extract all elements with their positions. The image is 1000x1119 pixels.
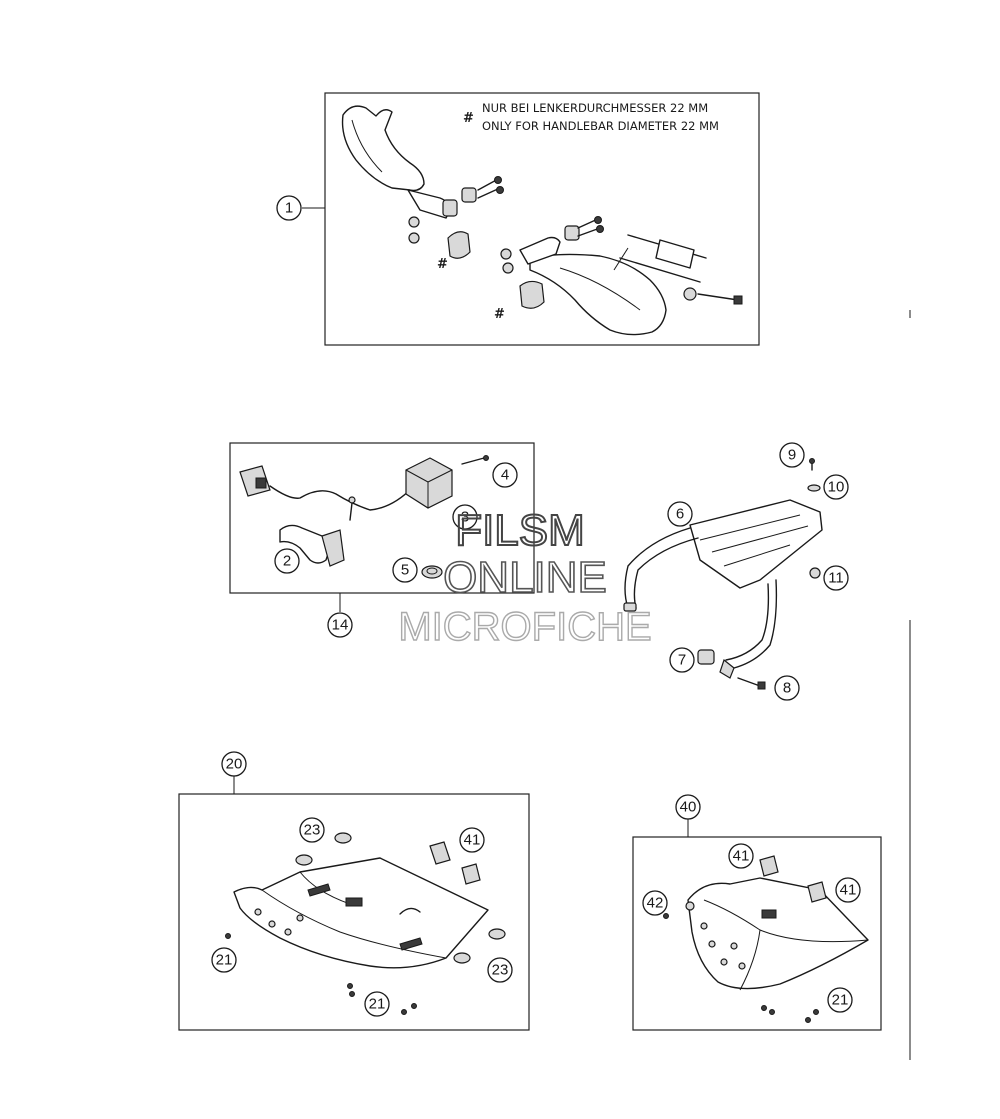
handguard-group: # NUR BEI LENKERDURCHMESSER 22 MM ONLY F… [276,92,760,346]
callout-23-bottom: 23 [487,957,513,983]
engine-guard-box [632,836,882,1031]
right-handguard-arm [519,236,561,265]
svg-text:41: 41 [733,848,750,865]
hash-mark-2: # [494,307,505,322]
svg-text:41: 41 [840,882,857,899]
callout-41-right: 41 [835,877,861,903]
svg-text:20: 20 [226,756,243,773]
svg-text:3: 3 [461,509,469,526]
callout-23-top: 23 [299,817,325,843]
svg-text:11: 11 [828,570,844,587]
callout-8: 8 [774,675,800,701]
svg-text:7: 7 [678,652,686,669]
callout-10: 10 [823,474,849,500]
callout-42: 42 [642,890,668,916]
svg-text:14: 14 [332,617,349,634]
left-handguard [341,105,425,192]
callout-9: 9 [779,442,805,468]
wiring-box [229,442,535,594]
skid-plate-group: 20 23 23 41 21 [178,751,530,1031]
note-hash-symbol: # [463,111,474,126]
watermark-line-1: FILSM [455,506,585,555]
note-line-english: ONLY FOR HANDLEBAR DIAMETER 22 MM [482,119,719,133]
svg-text:1: 1 [285,200,293,217]
rack-bushing [697,649,715,665]
callout-5: 5 [392,557,418,583]
callout-21-left: 21 [211,947,237,973]
callout-3: 3 [452,504,478,530]
hash-mark-1: # [437,257,448,272]
svg-text:8: 8 [783,680,791,697]
engine-guard-group: 40 41 41 42 21 [632,794,882,1031]
callout-7: 7 [669,647,695,673]
svg-text:41: 41 [464,832,481,849]
rubber-ring [421,565,443,579]
svg-text:42: 42 [647,895,664,912]
handguard-box [324,92,760,346]
svg-text:10: 10 [828,479,845,496]
clamp [429,841,451,865]
callout-41-top: 41 [728,843,754,869]
engine-guard [687,877,869,990]
callout-1: 1 [276,195,302,221]
svg-text:40: 40 [680,799,697,816]
callout-14: 14 [327,612,353,638]
callout-11: 11 [823,565,849,591]
wiring-group: 14 2 3 4 5 [229,442,535,638]
right-fasteners [500,216,743,309]
right-handguard [529,253,667,336]
rack-rail-left [624,527,691,609]
svg-text:23: 23 [304,822,321,839]
switch-unit [405,457,453,509]
svg-text:5: 5 [401,562,409,579]
rubber-plug [334,832,352,844]
watermark-line-3: MICROFICHE [398,605,651,649]
skid-plate [233,857,489,969]
svg-text:21: 21 [832,992,849,1009]
callout-40: 40 [675,794,701,820]
callout-20: 20 [221,751,247,777]
svg-text:6: 6 [676,506,684,523]
svg-text:21: 21 [216,952,233,969]
rack-plate [689,499,823,589]
rear-rack-group: 6 7 8 9 10 11 [623,442,849,701]
watermark-line-2: ONLINE [443,553,607,602]
callout-2: 2 [274,548,300,574]
svg-text:9: 9 [788,447,796,464]
callout-4: 4 [492,462,518,488]
callout-41-left: 41 [459,827,485,853]
svg-text:21: 21 [369,996,386,1013]
callout-21-middle: 21 [364,991,390,1017]
svg-text:2: 2 [283,553,291,570]
watermark: FILSM ONLINE MICROFICHE [398,505,653,650]
cable [269,485,413,511]
skid-plate-box [178,793,530,1031]
callout-6: 6 [667,501,693,527]
left-fasteners [408,176,504,259]
rack-rail-right [733,579,778,669]
note-line-german: NUR BEI LENKERDURCHMESSER 22 MM [482,101,708,115]
svg-text:4: 4 [501,467,509,484]
callout-21-right: 21 [827,987,853,1013]
mount-bracket [279,524,332,564]
svg-text:23: 23 [492,962,509,979]
